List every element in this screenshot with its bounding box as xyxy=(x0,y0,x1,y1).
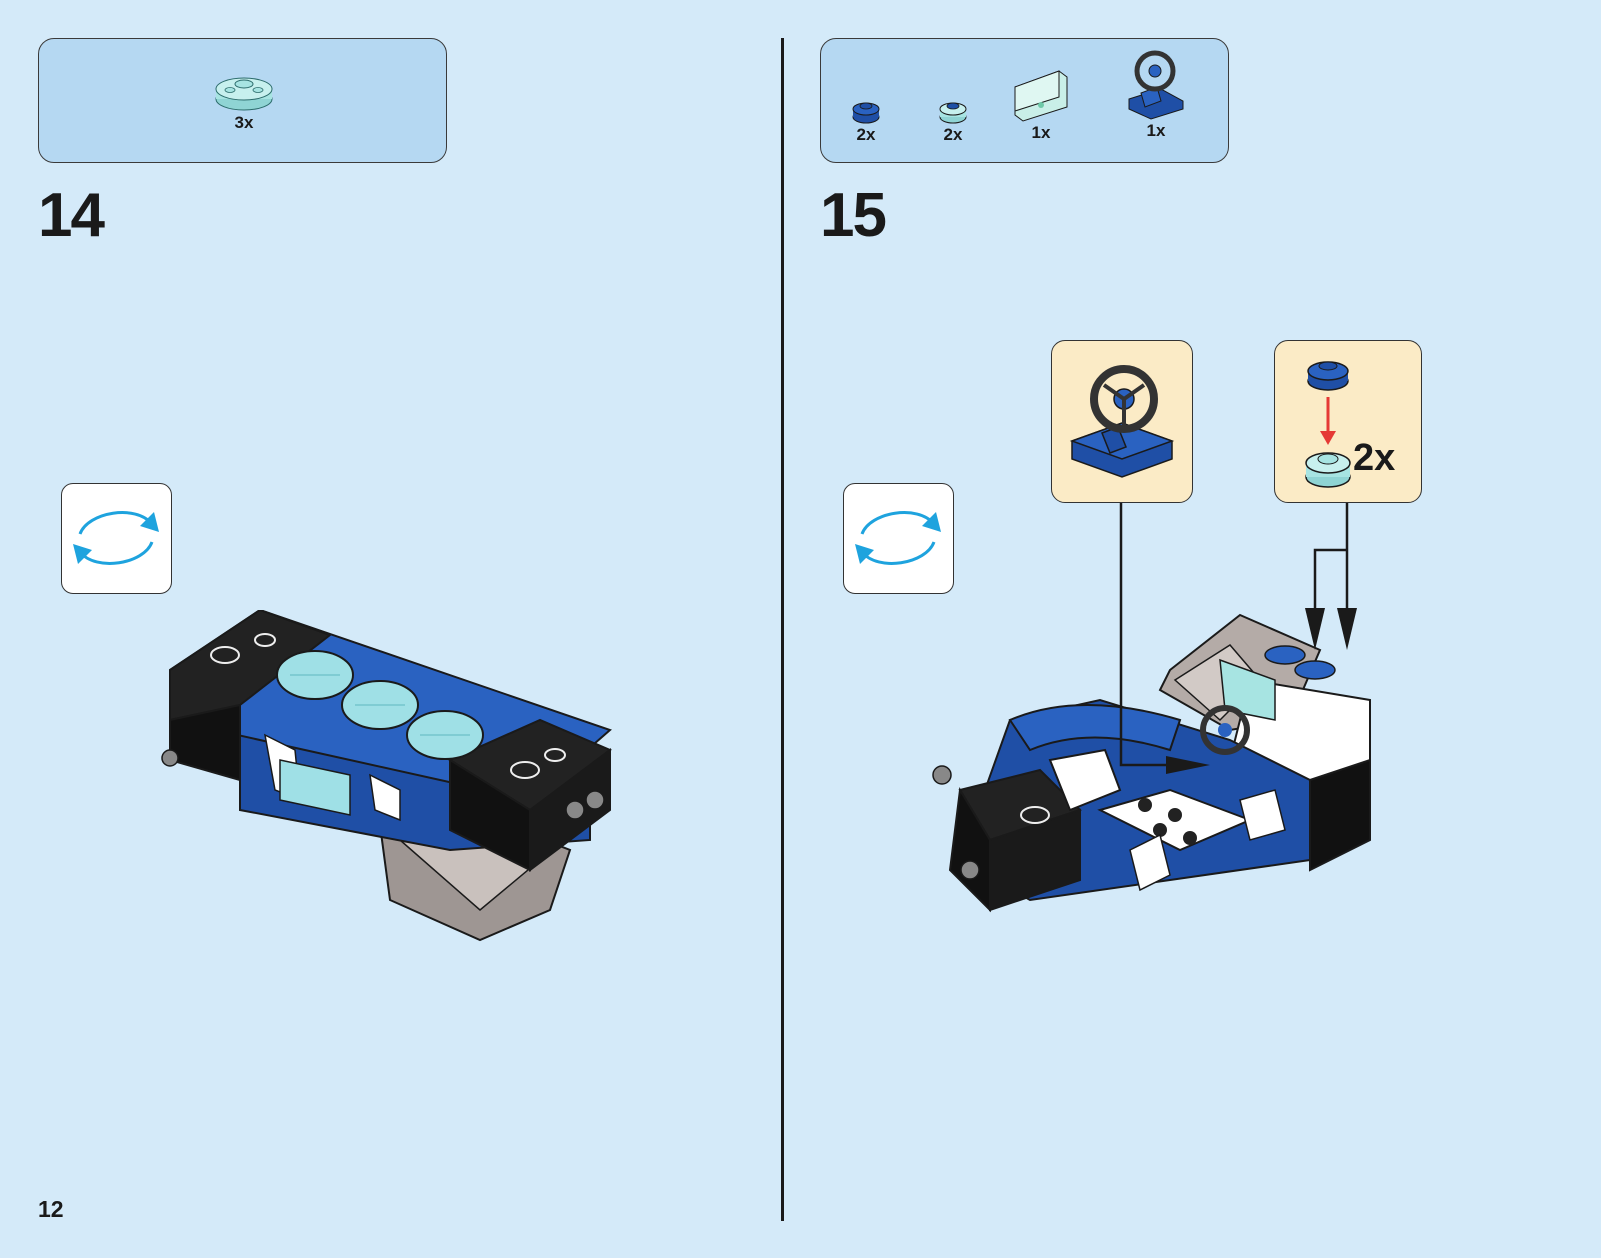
callout-pointer-lines xyxy=(0,0,1601,1258)
